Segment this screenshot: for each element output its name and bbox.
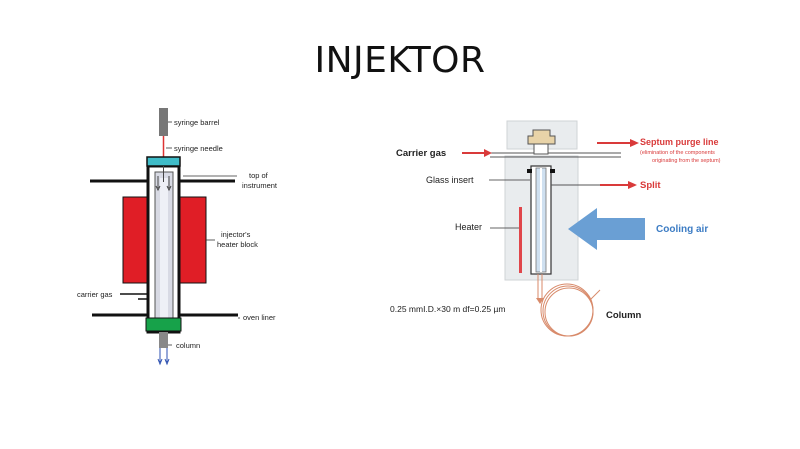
label-cooling-air: Cooling air: [656, 224, 708, 235]
left-injector-diagram: syringe barrel syringe needle top of ins…: [77, 108, 278, 366]
column-seal: [145, 317, 182, 332]
label-top-of-instrument-1: top of: [249, 171, 269, 180]
label-top-of-instrument-2: instrument: [242, 181, 278, 190]
heater-block-right: [176, 196, 207, 284]
label-oven-liner: oven liner: [243, 313, 276, 322]
slide-title: INJEKTOR: [314, 40, 486, 81]
label-carrier-gas: carrier gas: [77, 290, 113, 299]
label-septum-purge-note-2: originating from the septum): [652, 158, 721, 164]
label-heater-block-2: heater block: [217, 240, 258, 249]
label-column-spec: 0.25 mmI.D.×30 m df=0.25 µm: [390, 304, 505, 314]
septum-cap: [146, 156, 181, 167]
label-heater: Heater: [455, 222, 482, 232]
label-column-right: Column: [606, 310, 642, 321]
label-syringe-barrel: syringe barrel: [174, 118, 220, 127]
label-carrier-gas-right: Carrier gas: [396, 148, 446, 159]
label-glass-insert: Glass insert: [426, 175, 474, 185]
label-septum-purge: Septum purge line: [640, 137, 719, 147]
label-column: column: [176, 341, 200, 350]
label-septum-purge-note-1: (elimination of the components: [640, 150, 715, 156]
cooling-air-arrow: [568, 208, 645, 250]
syringe-barrel: [159, 108, 168, 136]
column-tube: [159, 332, 168, 348]
label-syringe-needle: syringe needle: [174, 144, 223, 153]
column-coil: [540, 283, 594, 337]
right-injector-diagram: Carrier gas Septum purge line (eliminati…: [390, 120, 721, 337]
heater-bar: [519, 207, 522, 273]
label-heater-block-1: injector's: [221, 230, 251, 239]
septum-nut: [527, 129, 556, 145]
heater-block-left: [122, 196, 152, 284]
label-split: Split: [640, 180, 661, 191]
